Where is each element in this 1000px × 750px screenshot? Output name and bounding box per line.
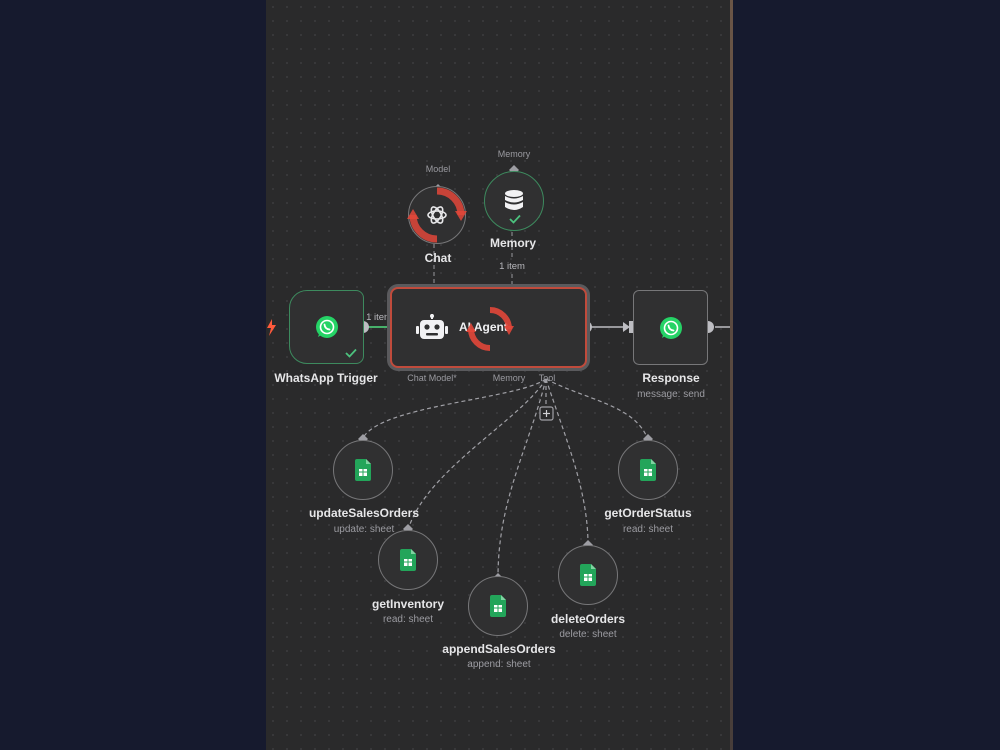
- tool-label-deleteOrders: deleteOrders: [550, 612, 626, 626]
- tool-label-appendSalesOrders: appendSalesOrders: [442, 642, 556, 656]
- google-sheets-icon: [580, 564, 596, 586]
- chat-model-node[interactable]: [408, 186, 466, 244]
- google-sheets-icon: [400, 549, 416, 571]
- memory-node[interactable]: [484, 171, 544, 231]
- whatsapp-icon: [315, 316, 338, 338]
- connection-tool-deleteOrders[interactable]: [545, 378, 589, 546]
- chat-model-port-label: Model: [425, 164, 451, 174]
- agent-memory-port-label: Memory: [492, 373, 526, 383]
- google-sheets-icon: [490, 595, 506, 617]
- response-sub: message: send: [637, 389, 705, 400]
- arrow-agent-response: [623, 322, 630, 332]
- memory-port-label: Memory: [497, 149, 531, 159]
- lightning-bolt-icon: [267, 319, 276, 336]
- tool-node-deleteOrders[interactable]: [558, 545, 618, 605]
- connection-tool-updateSalesOrders[interactable]: [361, 378, 547, 441]
- connection-tool-appendSalesOrders[interactable]: [497, 378, 547, 578]
- response-input-port[interactable]: [629, 321, 635, 333]
- chat-model-label: Chat: [424, 251, 452, 265]
- tool-node-getOrderStatus[interactable]: [618, 440, 678, 500]
- ai-agent-title: AI Agent: [459, 320, 508, 334]
- check-icon: [345, 348, 357, 358]
- tool-sub-updateSalesOrders: update: sheet: [333, 524, 395, 535]
- agent-chat-model-port-label: Chat Model*: [407, 373, 457, 383]
- tool-node-appendSalesOrders[interactable]: [468, 576, 528, 636]
- add-tool-button[interactable]: [539, 406, 554, 421]
- check-icon: [509, 214, 521, 224]
- database-icon: [505, 190, 523, 210]
- trigger-edge-label: 1 item: [366, 312, 392, 323]
- memory-edge-label: 1 item: [499, 261, 525, 272]
- whatsapp-icon: [659, 316, 682, 339]
- robot-icon: [416, 314, 448, 339]
- google-sheets-icon: [355, 459, 371, 481]
- tool-sub-appendSalesOrders: append: sheet: [467, 659, 531, 670]
- tool-sub-deleteOrders: delete: sheet: [559, 629, 617, 640]
- connection-tool-getInventory[interactable]: [407, 378, 547, 531]
- tool-label-getInventory: getInventory: [371, 597, 445, 611]
- memory-label: Memory: [489, 236, 537, 250]
- tool-node-updateSalesOrders[interactable]: [333, 440, 393, 500]
- connection-tool-getOrderStatus[interactable]: [545, 378, 649, 441]
- tool-node-getInventory[interactable]: [378, 530, 438, 590]
- response-node[interactable]: [633, 290, 708, 365]
- tool-sub-getInventory: read: sheet: [382, 614, 434, 625]
- response-label: Response: [642, 371, 700, 385]
- canvas-right-edge: [730, 0, 733, 750]
- tool-label-getOrderStatus: getOrderStatus: [604, 506, 692, 520]
- openai-icon: [427, 206, 447, 224]
- google-sheets-icon: [640, 459, 656, 481]
- whatsapp-trigger-label: WhatsApp Trigger: [274, 371, 378, 385]
- whatsapp-trigger-node[interactable]: [289, 290, 364, 364]
- agent-tool-port-label: Tool: [538, 373, 556, 383]
- tool-sub-getOrderStatus: read: sheet: [622, 524, 674, 535]
- workflow-canvas[interactable]: 1 item 1 item WhatsApp Trigger Model Cha…: [266, 0, 730, 750]
- tool-label-updateSalesOrders: updateSalesOrders: [308, 506, 420, 520]
